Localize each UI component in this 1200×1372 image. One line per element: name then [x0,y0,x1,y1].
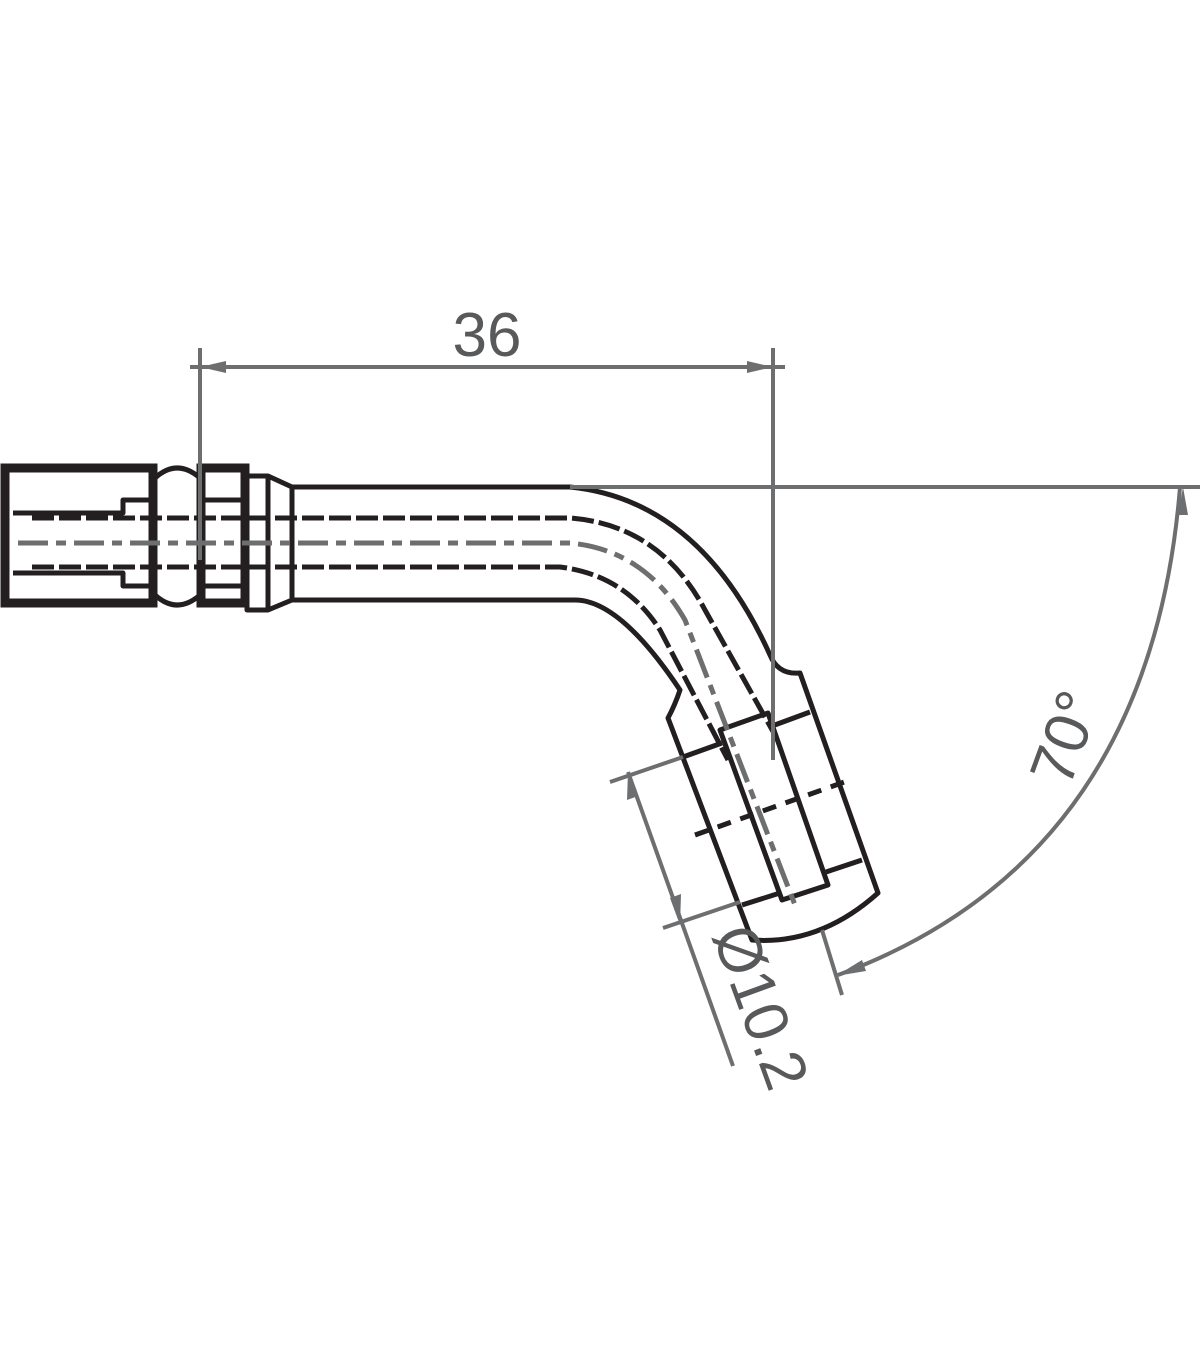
tube-nut [682,709,863,908]
tube-outline [292,484,881,943]
fitting-bulge [153,465,202,608]
hidden-bore-top [32,515,778,737]
diameter-dimension: Ø10.2 [609,755,822,1099]
centerline [18,540,798,906]
left-fitting [0,463,295,613]
fitting-bore [13,497,153,589]
length-dimension: 36 [190,301,785,760]
angle-dimension-label: 70° [1017,682,1114,794]
fitting-nut [196,463,250,608]
fitting-body [0,463,158,608]
diameter-dimension-label: Ø10.2 [699,916,822,1098]
hidden-bore-bottom [32,564,731,762]
angle-dimension: 70° [570,485,1200,996]
length-dimension-label: 36 [453,301,522,370]
